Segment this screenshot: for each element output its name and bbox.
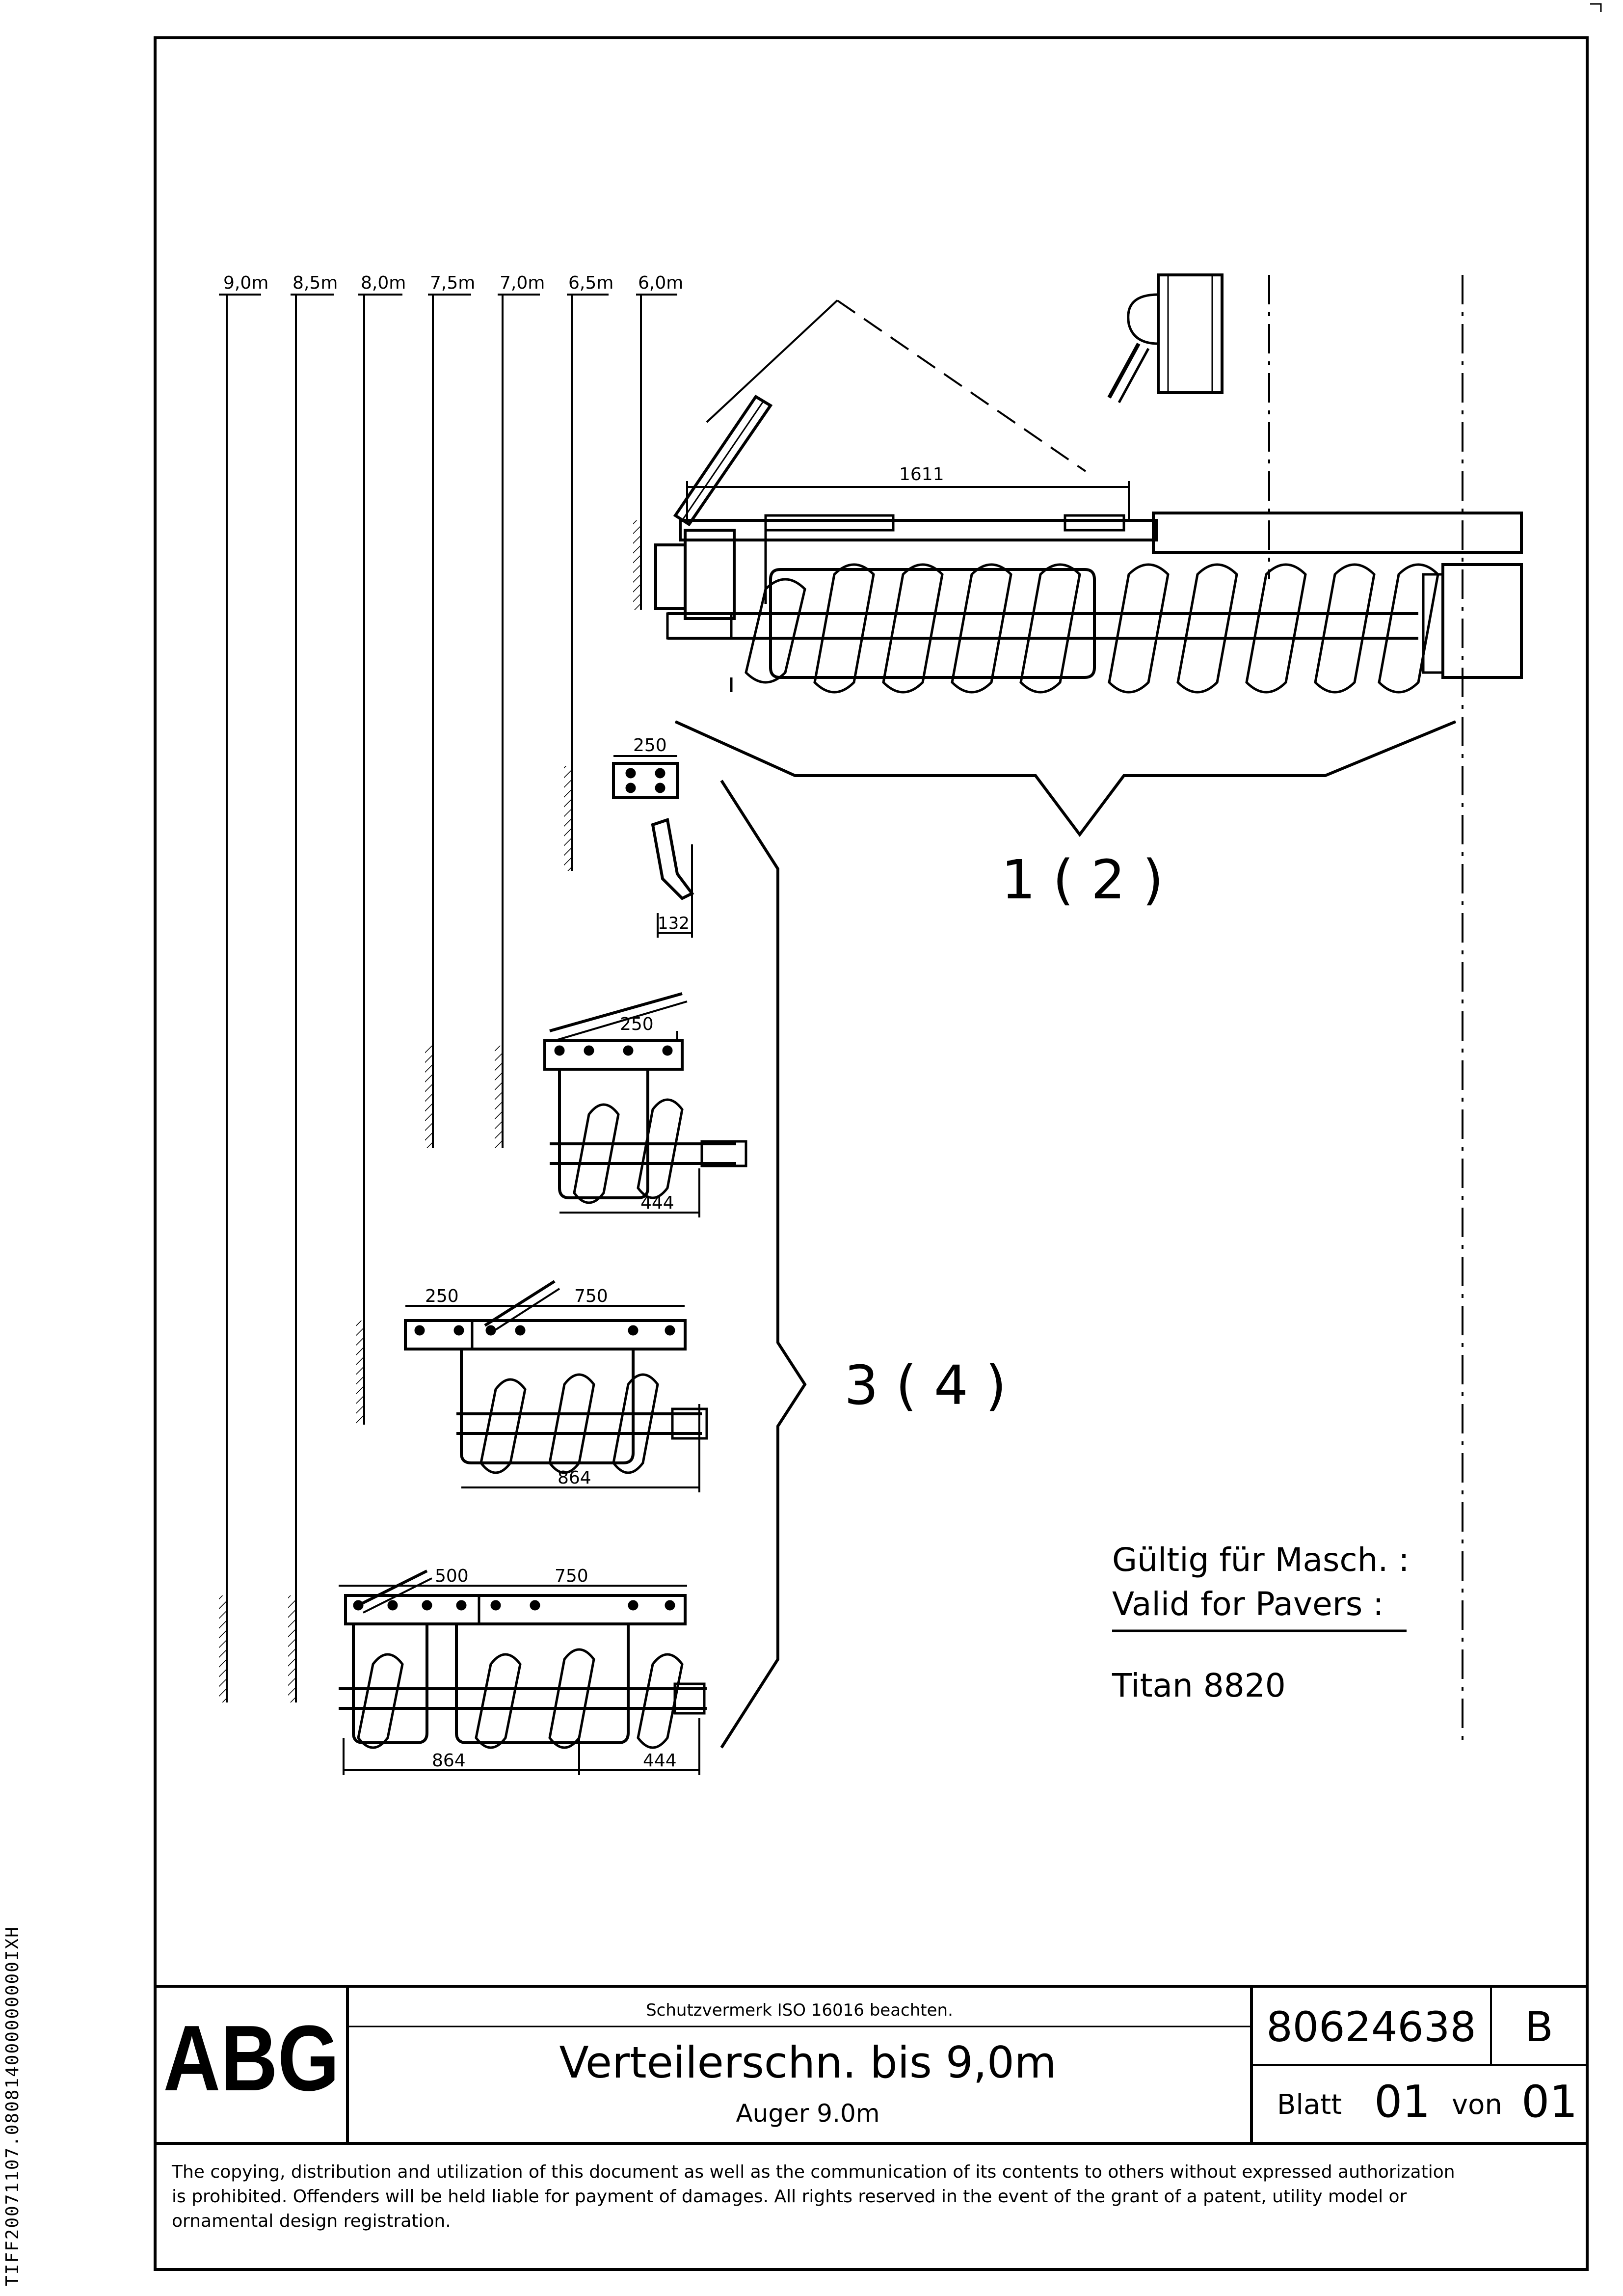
dim-label-1611: 1611	[899, 464, 944, 485]
copyright-notice: The copying, distribution and utilizatio…	[171, 2162, 1455, 2231]
width-label-6-0: 6,0m	[638, 273, 683, 293]
validity-label-en: Valid for Pavers :	[1112, 1585, 1384, 1623]
extension-500-750-864-444	[339, 1569, 707, 1775]
callout-part-3: 3 ( 4 )	[844, 1354, 1007, 1417]
dim-label-250-a: 250	[633, 735, 667, 756]
dim-label-500: 500	[435, 1566, 469, 1586]
dim-label-250-b: 250	[620, 1014, 654, 1034]
extension-250-444	[543, 992, 747, 1217]
brace-part-1	[674, 720, 1457, 837]
width-label-6-5: 6,5m	[568, 273, 613, 293]
spacer-plate-250	[612, 755, 679, 799]
corner-mark	[1590, 3, 1602, 12]
width-label-8-5: 8,5m	[293, 273, 338, 293]
copyright-line-2: is prohibited. Offenders will be held li…	[172, 2187, 1407, 2207]
width-reference-lines	[219, 294, 677, 1702]
dim-label-444-b: 444	[643, 1751, 677, 1771]
sheet-total: 01	[1521, 2076, 1578, 2128]
brace-part-3	[720, 780, 807, 1749]
of-label: von	[1452, 2089, 1502, 2121]
sheet-number: 01	[1374, 2076, 1431, 2128]
dimension-1611	[686, 481, 1130, 520]
protection-note: Schutzvermerk ISO 16016 beachten.	[646, 2000, 953, 2020]
wall-hatches	[219, 520, 641, 1702]
dim-label-444-a: 444	[640, 1193, 674, 1213]
copyright-line-3: ornamental design registration.	[172, 2211, 451, 2231]
main-auger-assembly	[654, 273, 1523, 1748]
extension-250-750-864	[404, 1280, 708, 1492]
width-label-9-0: 9,0m	[223, 273, 268, 293]
dim-label-864-a: 864	[558, 1468, 591, 1488]
width-label-7-5: 7,5m	[430, 273, 475, 293]
width-label-8-0: 8,0m	[361, 273, 406, 293]
end-bracket-132	[651, 818, 694, 938]
drawing-title: Verteilerschn. bis 9,0m	[559, 2037, 1056, 2088]
revision: B	[1525, 2003, 1553, 2051]
dim-label-250-c: 250	[425, 1286, 459, 1306]
drawing-number: 80624638	[1266, 2003, 1476, 2051]
copyright-line-1: The copying, distribution and utilizatio…	[171, 2162, 1455, 2182]
abg-logo: ABG	[163, 2006, 340, 2110]
callout-part-1: 1 ( 2 )	[1001, 848, 1164, 911]
title-block	[155, 1985, 1587, 2145]
dim-label-864-b: 864	[432, 1751, 466, 1771]
width-label-7-0: 7,0m	[500, 273, 545, 293]
drawing-frame	[154, 36, 1589, 2271]
dim-label-132: 132	[658, 914, 690, 933]
validity-label-de: Gültig für Masch. :	[1112, 1541, 1410, 1579]
width-labels: 9,0m 8,5m 8,0m 7,5m 7,0m 6,5m 6,0m	[223, 273, 683, 293]
sheet-label: Blatt	[1277, 2089, 1342, 2121]
dim-label-750-a: 750	[574, 1286, 608, 1306]
validity-model: Titan 8820	[1112, 1667, 1286, 1704]
drawing-subtitle: Auger 9.0m	[736, 2099, 879, 2128]
dim-label-750-b: 750	[555, 1566, 588, 1586]
